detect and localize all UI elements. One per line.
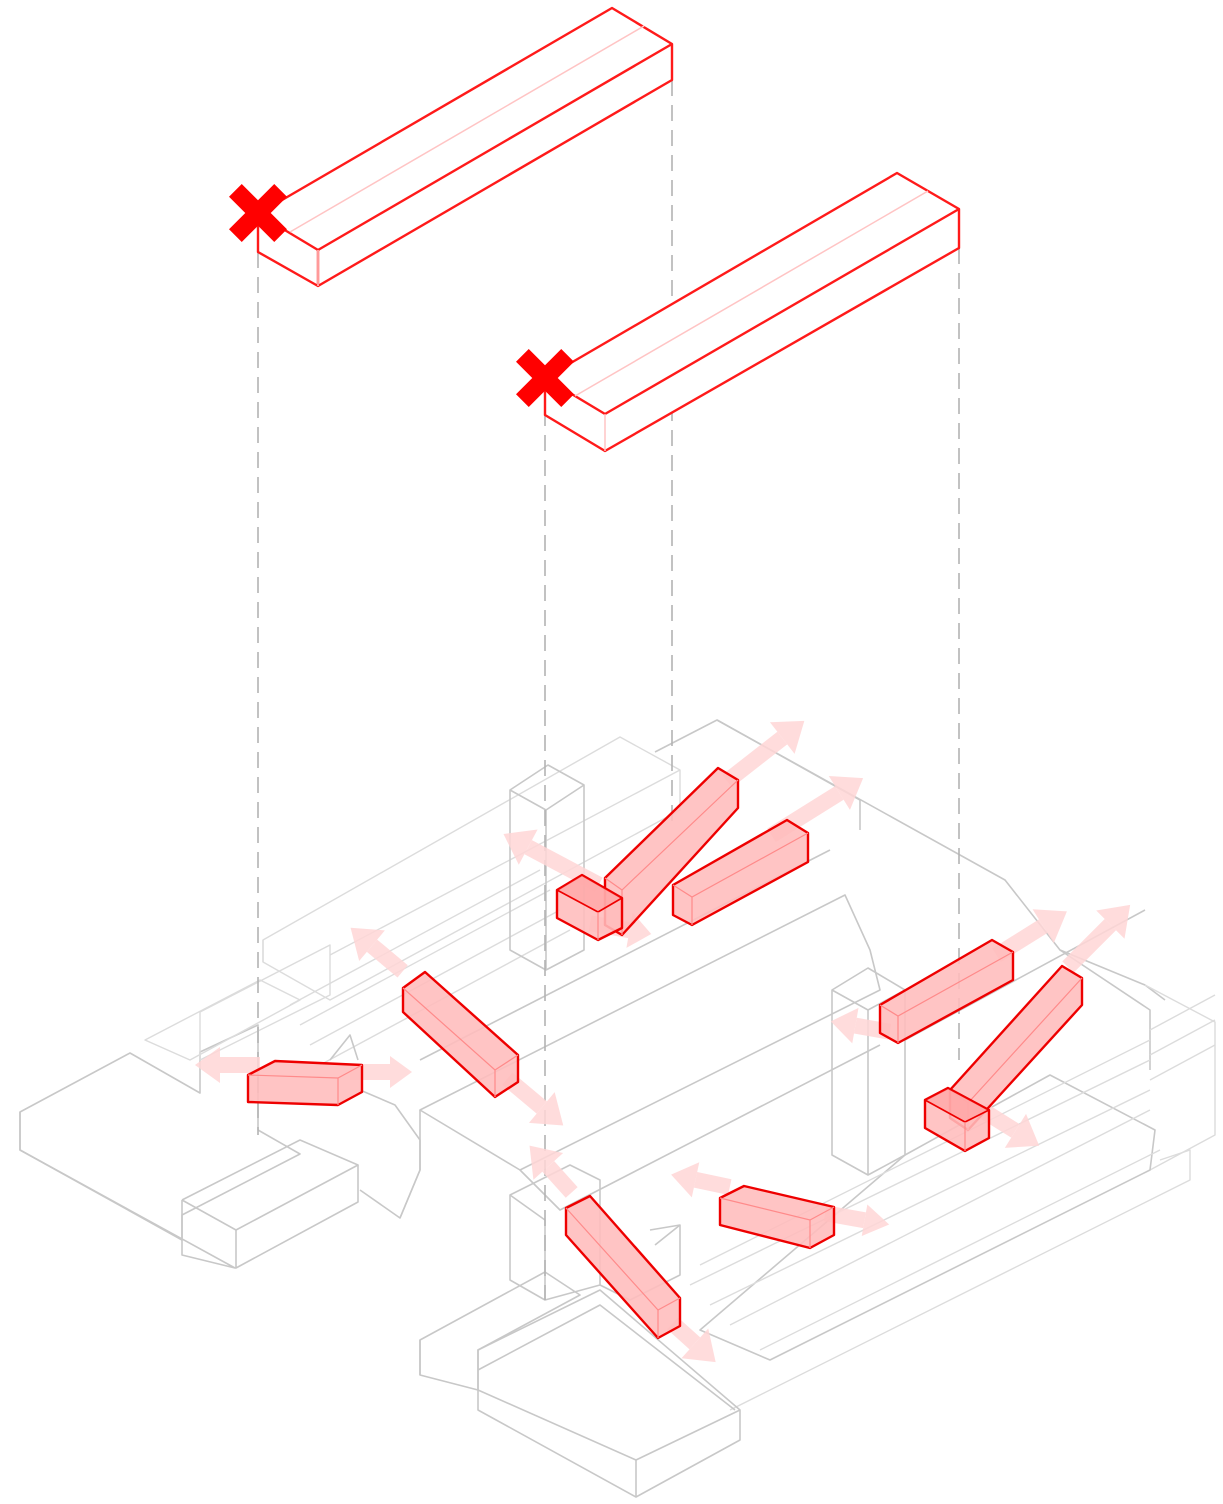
bar-lower-diagonal [566, 1196, 680, 1338]
arrow [338, 912, 416, 986]
elevated-slab-right [545, 173, 959, 451]
arrow [1054, 891, 1145, 982]
arrow [515, 1132, 587, 1206]
elevated-slab-left [258, 8, 672, 286]
bar-lower-horizontal [720, 1186, 834, 1248]
bar-left-horizontal [248, 1061, 362, 1105]
bar-left-diagonal [403, 972, 518, 1097]
base-building-mass [20, 720, 1215, 1497]
bar-right-upper [880, 940, 1013, 1043]
